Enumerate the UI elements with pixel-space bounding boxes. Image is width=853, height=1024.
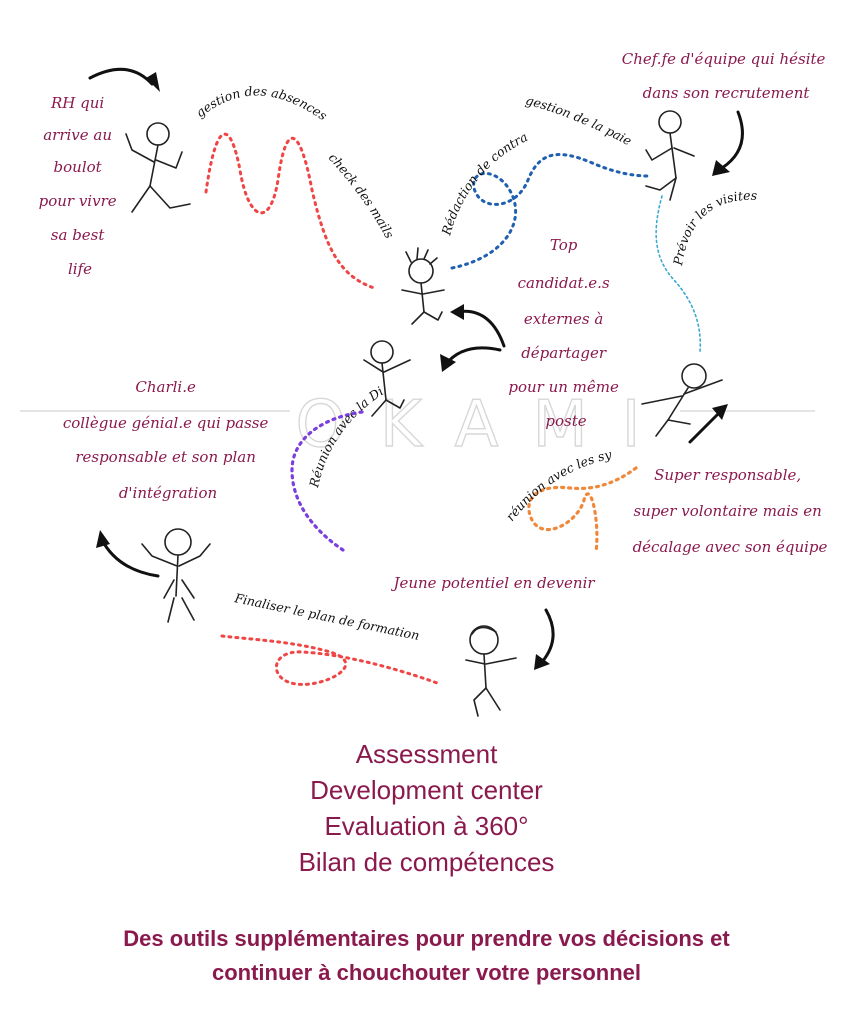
trail-syndicats: [527, 466, 638, 554]
trail-contrats: [450, 153, 650, 270]
task-paie: gestion de la paie: [524, 92, 634, 148]
watermark: OKAMI: [20, 387, 815, 463]
task-formation: Finaliser le plan de formation: [232, 590, 420, 643]
watermark-text: OKAMI: [295, 388, 674, 462]
figure-jeune: [465, 625, 517, 717]
arrow-top: [440, 304, 506, 372]
figure-rh: [125, 122, 191, 213]
trail-formation: [220, 634, 442, 686]
arrow-super: [688, 404, 728, 444]
figure-chef: [645, 110, 695, 201]
tagline-line: Des outils supplémentaires pour prendre …: [123, 926, 730, 951]
task-absences: gestion des absences: [193, 83, 330, 123]
trail-absences: [204, 132, 376, 290]
role-rh: RH qui arrive au boulot pour vivre sa be…: [39, 94, 122, 278]
figure-top: [401, 247, 445, 325]
arrow-jeune: [534, 608, 555, 670]
method-item: Development center: [310, 775, 543, 805]
method-item: Evaluation à 360°: [324, 811, 529, 841]
arrow-chef: [712, 110, 744, 176]
tagline: Des outils supplémentaires pour prendre …: [0, 922, 853, 990]
method-item: Assessment: [355, 739, 498, 769]
methods-list: Assessment Development center Evaluation…: [0, 736, 853, 880]
figure-direction: [363, 340, 411, 417]
task-mails: check des mails: [326, 150, 397, 241]
role-charlie: Charli.e collègue génial.e qui passe res…: [63, 378, 273, 502]
role-top: Top candidat.e.s externes à départager p…: [508, 236, 623, 430]
trail-direction: [290, 410, 364, 554]
tagline-line: continuer à chouchouter votre personnel: [211, 960, 642, 985]
method-item: Bilan de compétences: [298, 847, 555, 877]
arrow-charlie: [96, 530, 160, 578]
role-super: Super responsable, super volontaire mais…: [633, 466, 828, 556]
figure-super: [641, 363, 723, 437]
role-jeune: Jeune potentiel en devenir: [390, 574, 595, 592]
role-chef: Chef.fe d'équipe qui hésite dans son rec…: [622, 50, 830, 102]
arrow-rh: [88, 67, 160, 92]
trail-visites: [655, 195, 702, 353]
figure-charlie: [141, 528, 211, 623]
